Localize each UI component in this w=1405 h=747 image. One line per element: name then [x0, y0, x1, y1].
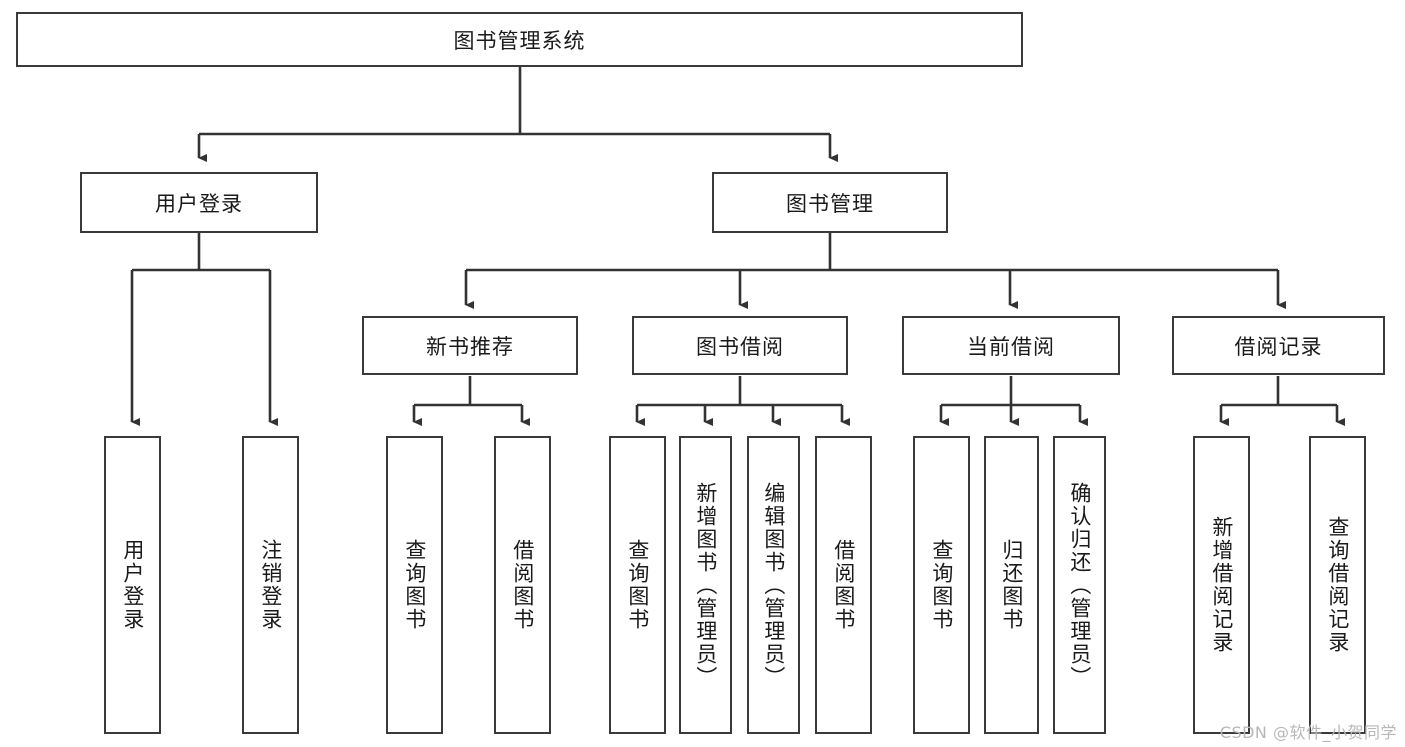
leaf-add-borrow-record[interactable]: 新增借阅记录: [1193, 436, 1250, 734]
leaf-label: 编辑图书（管理员）: [761, 481, 786, 689]
leaf-query-borrow-record[interactable]: 查询借阅记录: [1309, 436, 1366, 734]
leaf-borrow-book-borrow[interactable]: 借阅图书: [815, 436, 872, 734]
leaf-label: 查询图书: [402, 539, 427, 631]
node-user-login[interactable]: 用户登录: [80, 172, 318, 233]
csdn-watermark: CSDN @软件_小贺同学: [1219, 723, 1397, 742]
leaf-confirm-return[interactable]: 确认归还（管理员）: [1053, 436, 1106, 734]
leaf-return-book[interactable]: 归还图书: [984, 436, 1039, 734]
node-new-book-recommend[interactable]: 新书推荐: [362, 316, 578, 375]
leaf-label: 归还图书: [999, 539, 1024, 631]
leaf-label: 查询借阅记录: [1325, 516, 1350, 654]
leaf-query-book-borrow[interactable]: 查询图书: [609, 436, 666, 734]
leaf-edit-book[interactable]: 编辑图书（管理员）: [747, 436, 800, 734]
leaf-label: 用户登录: [120, 539, 145, 631]
node-book-manage[interactable]: 图书管理: [712, 172, 948, 233]
leaf-add-book[interactable]: 新增图书（管理员）: [679, 436, 732, 734]
leaf-user-login[interactable]: 用户登录: [104, 436, 161, 734]
leaf-logout[interactable]: 注销登录: [242, 436, 299, 734]
leaf-label: 确认归还（管理员）: [1067, 481, 1092, 689]
leaf-borrow-book-recommend[interactable]: 借阅图书: [494, 436, 551, 734]
node-current-borrow[interactable]: 当前借阅: [902, 316, 1120, 375]
leaf-label: 查询图书: [625, 539, 650, 631]
node-borrow-record[interactable]: 借阅记录: [1172, 316, 1385, 375]
leaf-label: 借阅图书: [510, 539, 535, 631]
leaf-label: 新增借阅记录: [1209, 516, 1234, 654]
leaf-label: 查询图书: [929, 539, 954, 631]
node-root-system[interactable]: 图书管理系统: [16, 12, 1023, 67]
leaf-label: 借阅图书: [831, 539, 856, 631]
leaf-label: 新增图书（管理员）: [693, 481, 718, 689]
node-book-borrow[interactable]: 图书借阅: [632, 316, 848, 375]
leaf-query-book-current[interactable]: 查询图书: [913, 436, 970, 734]
leaf-query-book-recommend[interactable]: 查询图书: [386, 436, 443, 734]
leaf-label: 注销登录: [258, 539, 283, 631]
